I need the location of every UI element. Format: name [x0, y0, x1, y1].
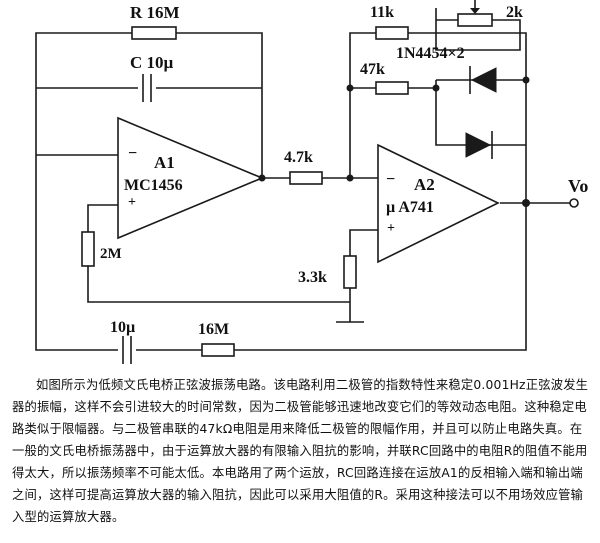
a2-bias-network: [336, 229, 378, 323]
diode-upper: [469, 66, 497, 94]
a2-feedback-network: [349, 8, 570, 204]
output-terminal: [569, 198, 579, 208]
resistor-r-feedback: [131, 26, 177, 40]
opamp-a1: [117, 116, 265, 240]
resistor-bottom-16m: [201, 343, 235, 357]
r-11k-label: 11k: [370, 4, 394, 21]
opamp-a2: [377, 143, 500, 264]
capacitor-c-feedback: [138, 74, 156, 102]
a1-plus-sign: +: [128, 195, 136, 210]
diode-lower: [465, 131, 493, 159]
a2-minus-sign: −: [386, 171, 395, 188]
resistor-3-3k: [343, 255, 357, 289]
r-3-3k-label: 3.3k: [298, 269, 327, 286]
a1-label: A1: [154, 153, 175, 172]
resistor-2m: [81, 231, 95, 267]
resistor-11k: [375, 26, 409, 40]
resistor-47k: [375, 81, 409, 95]
bottom-feedback-network: [35, 203, 527, 351]
a2-part-number: µ A741: [386, 199, 434, 216]
resistor-4-7k: [289, 171, 323, 185]
c-bottom-label: 10µ: [110, 319, 135, 336]
diode-label: 1N4454×2: [396, 45, 465, 62]
junction-diode-right: [522, 76, 530, 84]
a1-minus-sign: −: [128, 145, 137, 162]
r-feedback-label: R 16M: [130, 3, 180, 22]
potentiometer-2k: [457, 0, 493, 27]
junction-47k: [346, 84, 354, 92]
r-47k-label: 47k: [360, 61, 385, 78]
c-feedback-label: C 10µ: [130, 53, 174, 72]
a1-part-number: MC1456: [124, 177, 183, 194]
capacitor-bottom: [118, 336, 136, 364]
a1-bias-network: [87, 204, 350, 303]
r-series-label: 4.7k: [284, 149, 313, 166]
a2-label: A2: [414, 175, 435, 194]
r-2m-label: 2M: [100, 246, 122, 262]
junction-diode-left: [432, 84, 440, 92]
output-label: Vo: [568, 176, 588, 196]
junction-a1-output: [258, 174, 266, 182]
r-2k-label: 2k: [506, 4, 523, 21]
circuit-diagram: R 16M C 10µ − + A1 MC1456 2M 4.7k − + A2…: [35, 0, 588, 364]
caption-text: 如图所示为低频文氏电桥正弦波振荡电路。该电路利用二极管的指数特性来稳定0.001…: [12, 378, 589, 524]
a2-plus-sign: +: [387, 221, 395, 236]
r-bottom-label: 16M: [198, 321, 229, 338]
junction-a2-input: [346, 174, 354, 182]
